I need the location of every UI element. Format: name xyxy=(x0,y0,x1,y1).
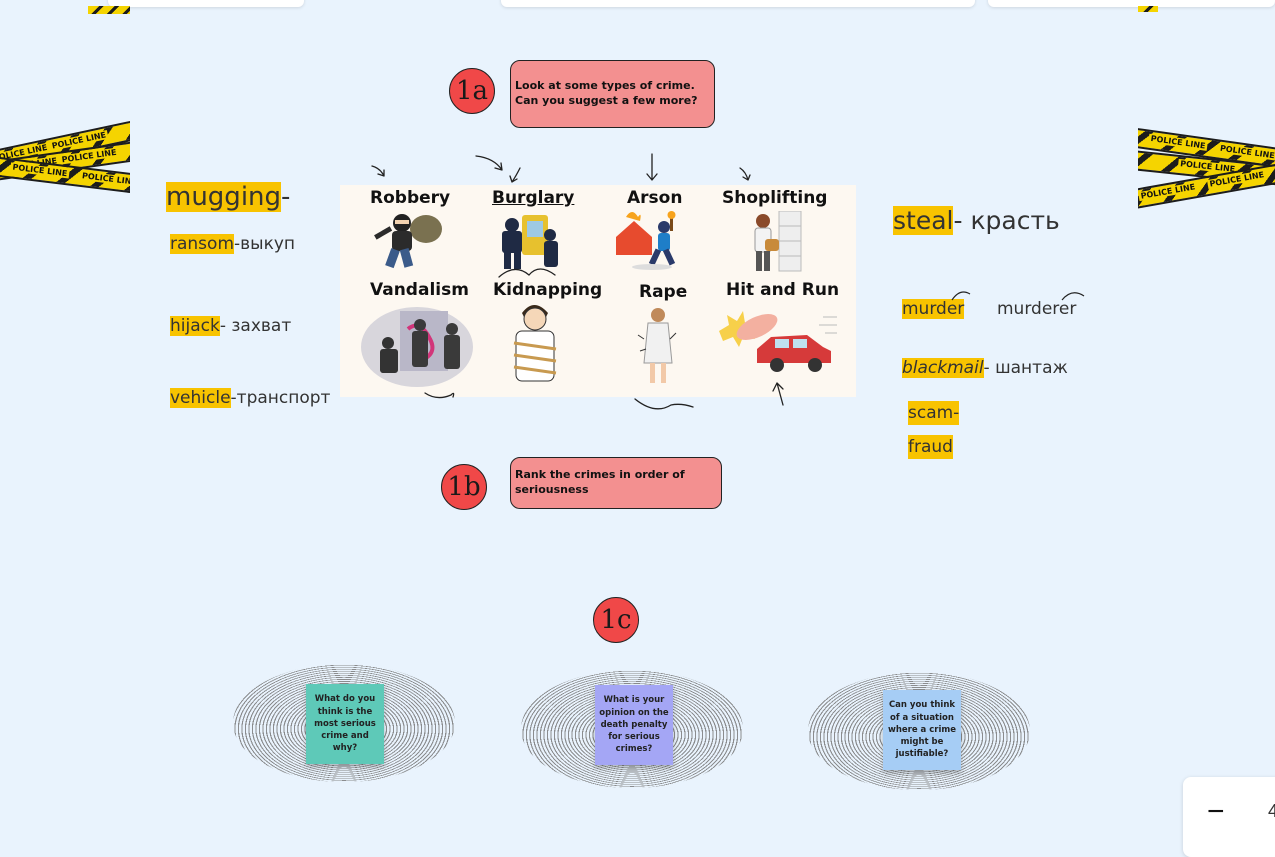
shoplifter-illustration xyxy=(754,211,802,272)
board-card-top-center[interactable] xyxy=(501,0,975,7)
crime-label-kidnapping: Kidnapping xyxy=(493,280,603,300)
vocab-hijack[interactable]: hijack- захват xyxy=(170,316,292,336)
board-card-top-right[interactable] xyxy=(988,0,1275,7)
vandalism-illustration xyxy=(361,307,473,387)
zoom-control: − 4 xyxy=(1183,777,1275,857)
arson-illustration xyxy=(616,211,676,270)
sticky-note-question-1[interactable]: What do you think is the most serious cr… xyxy=(306,684,384,764)
hand-drawn-stress-marks xyxy=(951,291,1085,301)
hand-drawn-arrows xyxy=(371,153,751,183)
task-marker-1c: 1c xyxy=(593,597,639,643)
crime-label-burglary: Burglary xyxy=(492,188,575,208)
crime-types-card[interactable]: Robbery Burglary Arson Shoplifting Vanda… xyxy=(340,185,856,397)
board-card-top-left[interactable] xyxy=(108,0,304,7)
robber-illustration xyxy=(374,214,442,269)
kidnapping-illustration xyxy=(513,305,557,382)
vocab-murder[interactable]: murder xyxy=(902,299,965,319)
task-marker-1a: 1a xyxy=(449,68,495,114)
crime-label-vandalism: Vandalism xyxy=(370,280,469,300)
vocab-fraud[interactable]: fraud xyxy=(908,435,953,459)
zoom-out-button[interactable]: − xyxy=(1207,795,1225,828)
vocab-blackmail[interactable]: blackmail- шантаж xyxy=(902,358,1068,378)
crime-label-hit-and-run: Hit and Run xyxy=(726,280,840,300)
police-tape-fragment xyxy=(1138,6,1158,12)
zoom-level[interactable]: 4 xyxy=(1268,801,1275,821)
vocab-mugging[interactable]: mugging- xyxy=(166,182,291,212)
vocab-murderer[interactable]: murderer xyxy=(997,299,1077,319)
sticky-note-question-2[interactable]: What is your opinion on the death penalt… xyxy=(595,685,673,765)
crime-label-arson: Arson xyxy=(627,188,683,208)
burglar-illustration xyxy=(502,215,558,269)
vocab-steal[interactable]: steal- красть xyxy=(893,206,1060,235)
crime-label-shoplifting: Shoplifting xyxy=(722,188,828,208)
vocab-scam[interactable]: scam- xyxy=(908,401,960,425)
hit-and-run-illustration xyxy=(719,311,837,372)
sticky-note-question-3[interactable]: Can you think of a situation where a cri… xyxy=(883,690,961,770)
hand-drawn-marks xyxy=(424,268,784,410)
prompt-1b[interactable]: Rank the crimes in order of seriousness xyxy=(510,457,722,509)
vocab-vehicle[interactable]: vehicle-транспорт xyxy=(170,388,331,408)
crime-label-robbery: Robbery xyxy=(370,188,451,208)
vocab-ransom[interactable]: ransom-выкуп xyxy=(170,234,296,254)
task-marker-1b: 1b xyxy=(441,464,487,510)
prompt-1a[interactable]: Look at some types of crime. Can you sug… xyxy=(510,60,715,128)
police-tape-fragment xyxy=(88,6,130,14)
victim-illustration xyxy=(637,308,677,383)
crime-label-rape: Rape xyxy=(639,282,688,302)
